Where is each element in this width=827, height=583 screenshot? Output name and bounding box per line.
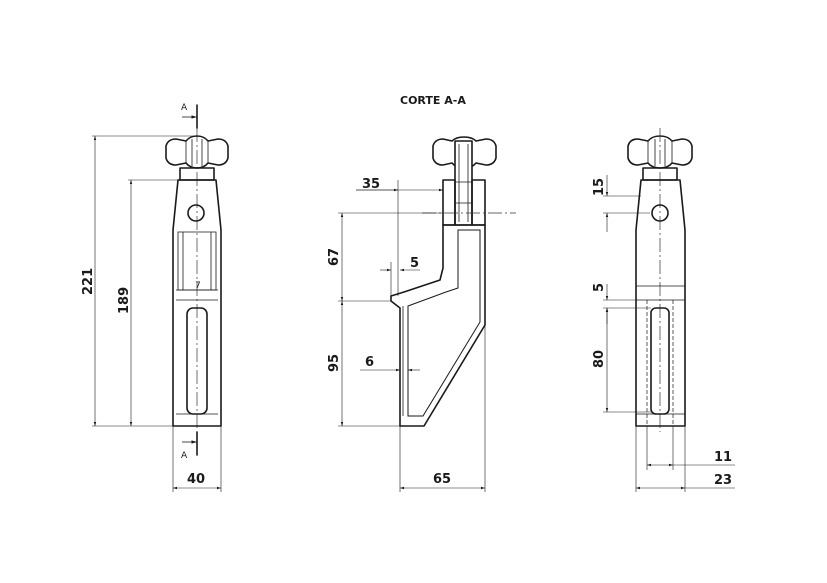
- dim-upper-height: 67: [327, 212, 443, 302]
- dim-15: 15: [592, 178, 607, 196]
- dim-slot-length: 80: [592, 308, 651, 413]
- dim-40: 40: [187, 472, 205, 487]
- dim-overall-height: 221: [81, 135, 200, 427]
- front-view: A A 7 221: [81, 103, 229, 492]
- dim-5-side: 5: [592, 283, 607, 292]
- dim-67: 67: [327, 248, 342, 266]
- dim-outer-width: 23: [635, 426, 735, 492]
- dim-189: 189: [117, 287, 132, 314]
- dim-wall: 6: [360, 355, 420, 372]
- dim-step: 5: [380, 256, 420, 296]
- section-body: [390, 224, 486, 427]
- dim-95: 95: [327, 354, 342, 372]
- dim-hole-position: 15: [592, 175, 650, 232]
- dim-body-height: 189: [117, 179, 178, 426]
- dim-width: 40: [172, 426, 222, 492]
- dim-lower-height: 95: [327, 301, 400, 427]
- section-knob: [432, 136, 497, 169]
- dim-collar: 5: [592, 283, 651, 324]
- dim-6: 6: [365, 355, 374, 370]
- section-cut-line: A A: [181, 103, 198, 461]
- dim-80: 80: [592, 350, 607, 368]
- side-knob: [627, 135, 693, 169]
- section-marker-top: A: [181, 103, 188, 113]
- side-hole: [651, 204, 669, 222]
- section-marker-bottom: A: [181, 451, 188, 461]
- section-title: CORTE A-A: [400, 94, 466, 107]
- dim-35: 35: [362, 177, 380, 192]
- dim-5-section: 5: [410, 256, 419, 271]
- front-knob: [165, 135, 229, 169]
- dim-inner-width: 11: [646, 426, 735, 470]
- dim-11: 11: [714, 450, 732, 465]
- front-slot-marker: 7: [195, 281, 201, 291]
- dim-depth: 65: [399, 325, 486, 492]
- dim-23: 23: [714, 473, 732, 488]
- dim-221: 221: [81, 268, 96, 295]
- side-view: 15 5 80 11 23: [592, 128, 735, 492]
- dim-65: 65: [433, 472, 451, 487]
- section-view: CORTE A-A 35 67: [327, 94, 516, 492]
- dim-handle-offset: 35: [356, 177, 444, 296]
- front-slot: [186, 307, 208, 415]
- front-hole: [187, 204, 205, 222]
- side-body: [635, 179, 686, 427]
